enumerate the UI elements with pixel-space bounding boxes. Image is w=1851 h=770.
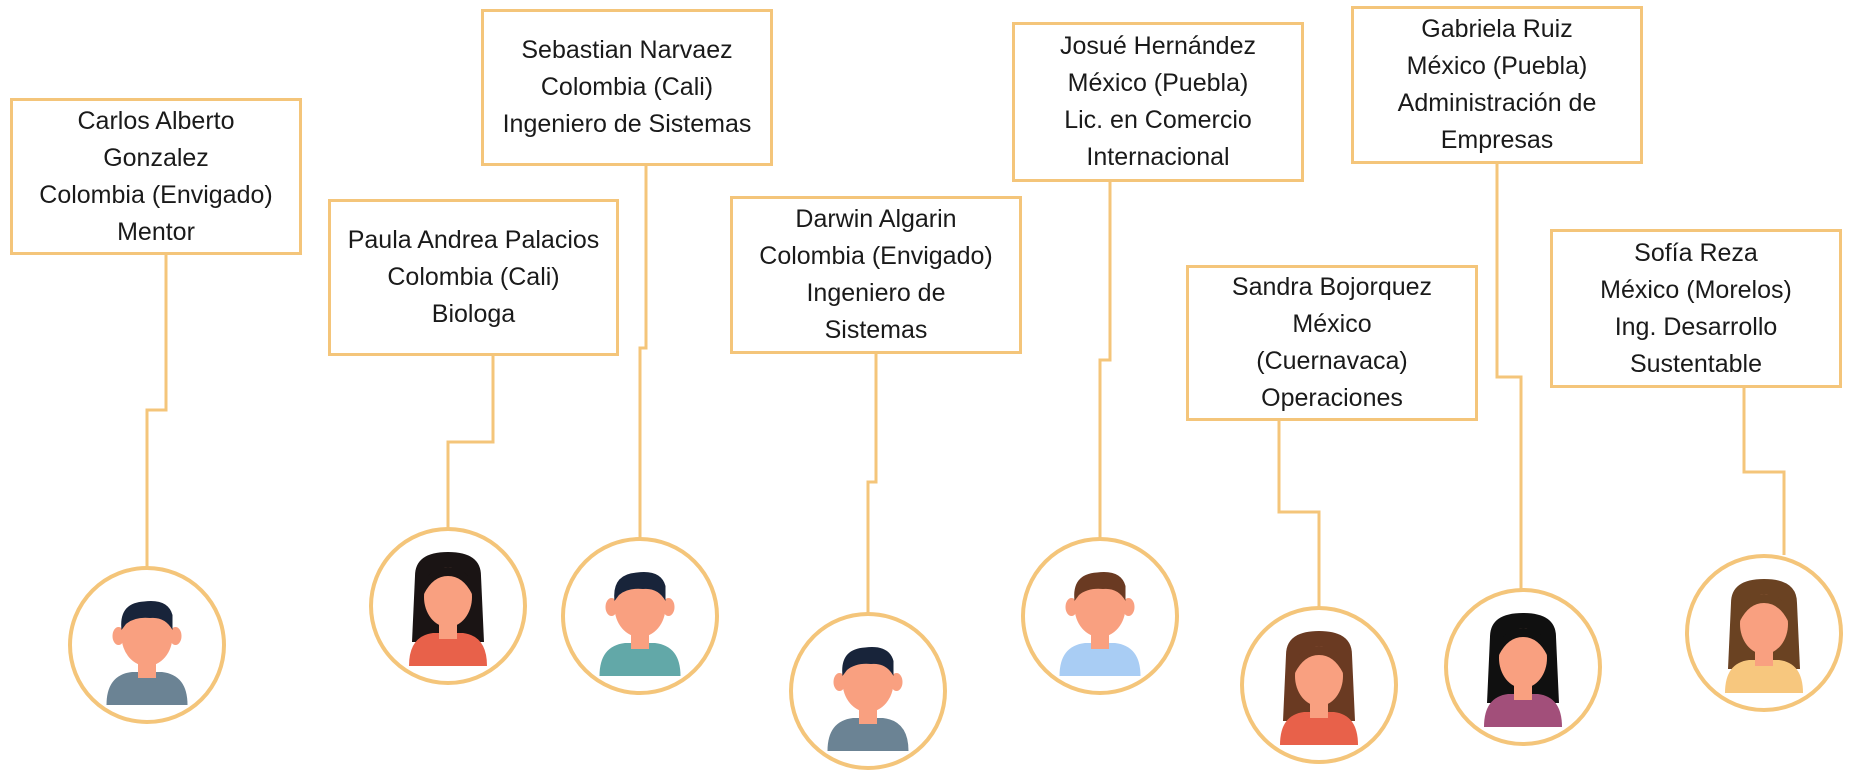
male-avatar-icon [68,566,226,724]
person-card: Sandra Bojorquez México (Cuernavaca) Ope… [1186,265,1478,421]
card-line: Ing. Desarrollo [1614,312,1778,341]
card-line: Biologa [431,300,516,328]
person-card: Josué Hernández México (Puebla) Lic. en … [1012,22,1304,182]
card-line: Internacional [1086,143,1230,171]
person-card: Darwin Algarin Colombia (Envigado) Ingen… [730,196,1022,354]
connector-line [446,356,495,528]
card-line: México (Morelos) [1600,275,1792,304]
connector-line [1495,164,1523,589]
male-avatar-icon [789,612,947,770]
card-line: Operaciones [1261,384,1403,412]
card-line: Ingeniero de Sistemas [502,110,752,138]
card-line: Administración de [1397,89,1597,117]
card-line: Carlos Alberto [77,106,235,135]
card-line: Empresas [1440,126,1554,154]
male-avatar-icon [1021,537,1179,695]
person-card: Gabriela Ruiz México (Puebla) Administra… [1351,6,1643,164]
card-line: Colombia (Cali) [387,263,560,291]
card-line: México (Puebla) [1067,69,1249,97]
card-line: Sebastian Narvaez [521,36,733,64]
female-avatar-icon [1444,588,1602,746]
card-line: (Cuernavaca) [1256,347,1408,375]
card-line: Gonzalez [103,143,209,172]
card-line: Sandra Bojorquez [1231,273,1433,301]
female-avatar-icon [1685,554,1843,712]
person-card: Sofía Reza México (Morelos) Ing. Desarro… [1550,229,1842,388]
card-line: Gabriela Ruiz [1421,15,1573,43]
card-line: Paula Andrea Palacios [347,226,600,254]
connector-line [1098,182,1112,538]
card-line: Sofía Reza [1634,238,1758,267]
connector-line [1742,388,1786,555]
connector-line [145,255,168,567]
card-line: Darwin Algarin [795,205,957,233]
card-line: Lic. en Comercio [1064,106,1252,134]
card-line: México [1292,310,1372,338]
card-line: México (Puebla) [1406,52,1588,80]
female-avatar-icon [1240,606,1398,764]
person-card: Paula Andrea Palacios Colombia (Cali) Bi… [328,199,619,356]
male-avatar-icon [561,537,719,695]
connector-line [1277,421,1321,607]
card-line: Colombia (Cali) [540,73,714,101]
person-card: Carlos Alberto Gonzalez Colombia (Enviga… [10,98,302,255]
card-line: Sustentable [1629,349,1763,378]
card-line: Mentor [117,217,195,246]
connector-line [866,354,878,613]
card-line: Colombia (Envigado) [39,180,273,209]
card-line: Colombia (Envigado) [759,242,993,270]
card-line: Sistemas [824,316,928,344]
person-card: Sebastian Narvaez Colombia (Cali) Ingeni… [481,9,773,166]
female-avatar-icon [369,527,527,685]
connector-line [638,166,648,538]
card-line: Josué Hernández [1060,32,1256,60]
card-line: Ingeniero de [806,279,946,307]
